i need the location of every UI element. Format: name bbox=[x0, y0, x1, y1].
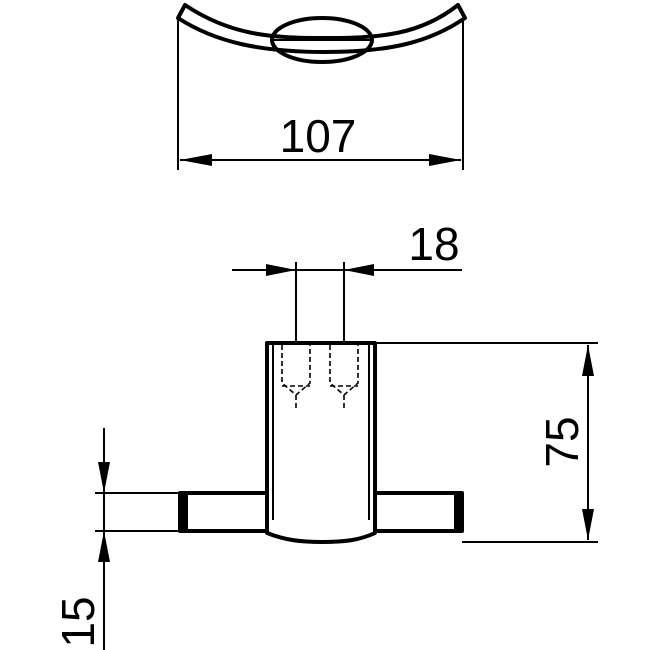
width-arrow-left bbox=[180, 154, 212, 166]
spacing-arrow-left bbox=[266, 264, 296, 276]
height-arrow-bottom bbox=[582, 509, 594, 540]
front-view-body bbox=[265, 341, 377, 544]
spacing-arrow-right bbox=[344, 264, 374, 276]
left-arm-end-cap bbox=[180, 493, 188, 531]
height-arrow-top bbox=[582, 345, 594, 376]
width-label: 107 bbox=[280, 110, 357, 162]
width-arrow-right bbox=[429, 154, 461, 166]
thickness-arrow-top bbox=[98, 462, 110, 493]
spacing-label: 18 bbox=[408, 218, 459, 270]
screw-hole-left bbox=[281, 345, 311, 408]
top-view-hook-outline bbox=[176, 3, 467, 54]
front-view: 18 75 15 bbox=[52, 218, 598, 650]
screw-hole-right bbox=[329, 345, 359, 408]
height-label: 75 bbox=[536, 416, 588, 467]
right-arm-end-cap bbox=[454, 493, 462, 531]
left-arm bbox=[178, 491, 269, 533]
top-view: 107 bbox=[176, 3, 467, 170]
thickness-arrow-bottom bbox=[98, 531, 110, 562]
thickness-label: 15 bbox=[52, 596, 104, 647]
right-arm bbox=[373, 491, 464, 533]
